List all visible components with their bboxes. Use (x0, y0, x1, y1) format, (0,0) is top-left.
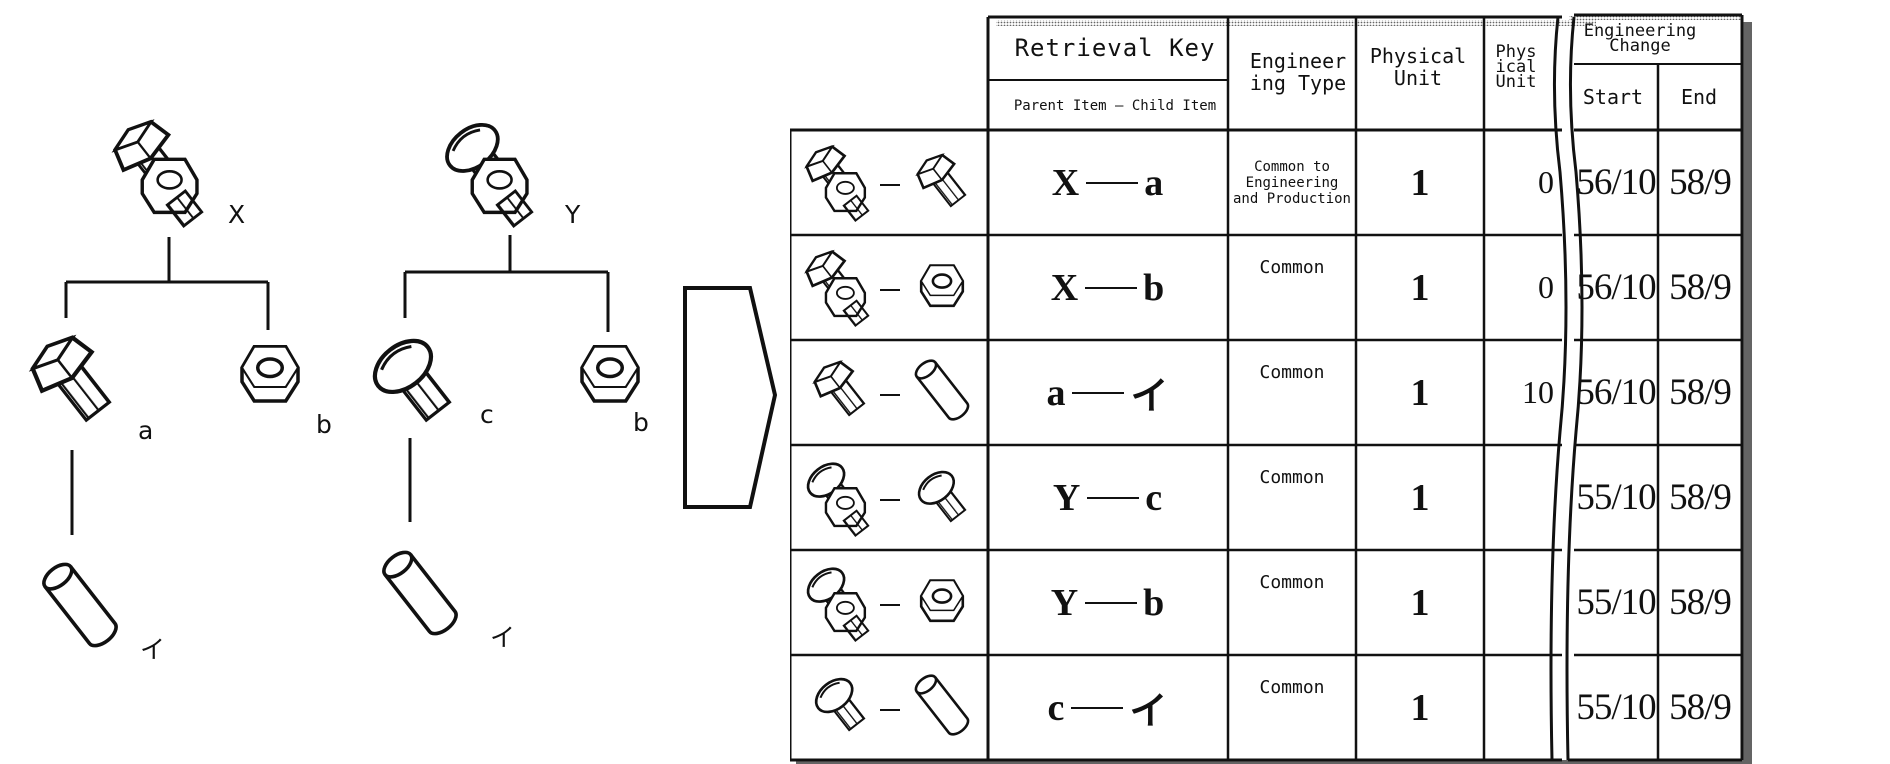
row-parts-icon (808, 670, 973, 740)
label-c: c (480, 400, 494, 429)
child-item: イ (1129, 691, 1169, 733)
hex-bolt-a-icon (20, 320, 130, 440)
assembly-y-icon (440, 108, 550, 228)
key-link-line (1085, 286, 1138, 289)
label-a: a (138, 416, 154, 445)
row-parts-icon (792, 235, 965, 340)
hex-nut-b-left-icon (240, 345, 300, 403)
header-end: End (1680, 85, 1718, 109)
parent-item: a (1046, 371, 1067, 414)
pin-left-icon (37, 557, 123, 653)
phys-unit-cut-cell (1484, 550, 1558, 655)
row-parts-icon (806, 353, 973, 425)
phys-unit-cut-cell (1484, 445, 1558, 550)
engineering-type-cell: Common (1259, 257, 1325, 278)
engineering-type-cell: Common (1259, 362, 1325, 383)
header-start: Start (1582, 85, 1644, 109)
key-link-line (1085, 601, 1138, 604)
row-parts-icon (792, 445, 975, 550)
parent-item: Y (1052, 476, 1082, 519)
label-y: Y (565, 200, 581, 229)
start-cell: 56/10 (1576, 267, 1656, 308)
header-retrieval-key: Retrieval Key (1014, 34, 1216, 62)
child-item: b (1143, 266, 1166, 309)
physical-unit-cell: 1 (1410, 686, 1430, 729)
end-cell: 58/9 (1669, 477, 1732, 518)
engineering-type-cell: Common (1259, 467, 1325, 488)
header-physical-unit: Physical Unit (1369, 44, 1467, 90)
header-engineering-type: Engineer ing Type (1249, 49, 1347, 95)
physical-unit-cell: 1 (1410, 161, 1430, 204)
row-parts-icon (792, 130, 975, 235)
child-item: b (1143, 581, 1166, 624)
retrieval-table: Retrieval Key Parent Item — Child Item E… (790, 12, 1890, 764)
phys-unit-cut-cell: 10 (1522, 374, 1554, 410)
transform-arrow (680, 285, 780, 515)
start-cell: 55/10 (1576, 687, 1656, 728)
key-link-line (1072, 391, 1125, 394)
physical-unit-cell: 1 (1410, 266, 1430, 309)
child-item: a (1144, 161, 1165, 204)
row-parts-icon (792, 550, 965, 655)
start-cell: 55/10 (1576, 582, 1656, 623)
start-cell: 55/10 (1576, 477, 1656, 518)
start-cell: 56/10 (1576, 372, 1656, 413)
child-item: c (1145, 476, 1164, 519)
phys-unit-cut-cell (1484, 655, 1558, 760)
engineering-type-cell: Common (1259, 677, 1325, 698)
assembly-x-icon (110, 108, 220, 228)
engineering-type-cell: Common (1259, 572, 1325, 593)
label-b-right: b (633, 408, 649, 437)
engineering-type-cell: Common to Engineering and Production (1232, 158, 1351, 207)
end-cell: 58/9 (1669, 267, 1732, 308)
end-cell: 58/9 (1669, 372, 1732, 413)
round-bolt-c-icon (360, 320, 470, 440)
parent-item: X (1051, 161, 1081, 204)
header-phys-unit-cut: Phys ical Unit (1495, 41, 1537, 92)
tree-lines (64, 235, 610, 535)
parent-item: Y (1050, 581, 1080, 624)
header-parent-child: Parent Item — Child Item (1013, 98, 1217, 114)
label-i-left: イ (140, 635, 166, 664)
hex-nut-b-right-icon (580, 345, 640, 403)
header-engineering-change: Engineering Change (1583, 21, 1697, 56)
child-item: イ (1130, 376, 1170, 418)
end-cell: 58/9 (1669, 582, 1732, 623)
phys-unit-cut-cell: 0 (1538, 269, 1554, 305)
label-b-left: b (316, 410, 332, 439)
physical-unit-cell: 1 (1410, 371, 1430, 414)
key-link-line (1087, 496, 1140, 499)
phys-unit-cut-cell: 0 (1538, 164, 1554, 200)
parent-item: X (1050, 266, 1080, 309)
pin-right-icon (377, 545, 463, 641)
physical-unit-cell: 1 (1410, 476, 1430, 519)
parent-item: c (1047, 686, 1066, 729)
label-x: X (228, 200, 246, 229)
physical-unit-cell: 1 (1410, 581, 1430, 624)
key-link-line (1086, 181, 1139, 184)
key-link-line (1071, 706, 1124, 709)
start-cell: 56/10 (1576, 162, 1656, 203)
label-i-right: イ (490, 623, 516, 652)
end-cell: 58/9 (1669, 687, 1732, 728)
end-cell: 58/9 (1669, 162, 1732, 203)
table-grid (790, 13, 1752, 764)
